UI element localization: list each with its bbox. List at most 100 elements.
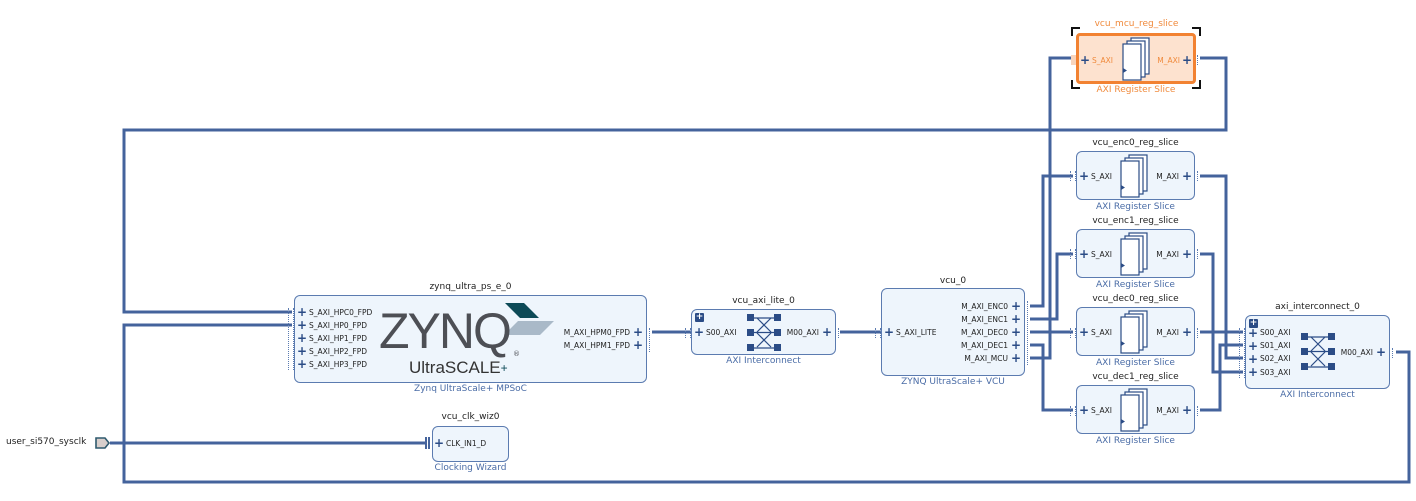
- register-slice-icon: [1120, 154, 1148, 198]
- axi-interconnect-block[interactable]: + + S00_AXI + S01_AXI + S02_AXI + S03_AX…: [1239, 315, 1393, 389]
- port-expand-icon[interactable]: +: [694, 325, 705, 339]
- mcu-reg-slice-type-label: AXI Register Slice: [1096, 85, 1176, 95]
- zynq-port-m-axi-hpm0[interactable]: M_AXI_HPM0_FPD: [563, 328, 630, 337]
- selection-handle[interactable]: [1192, 80, 1201, 89]
- enc0-reg-slice-port-s-axi[interactable]: S_AXI: [1091, 172, 1112, 181]
- port-expand-icon[interactable]: +: [297, 318, 308, 332]
- wire-vcu-enc1-to-enc1-slice[interactable]: [1030, 252, 1073, 321]
- port-expand-icon[interactable]: +: [1010, 312, 1021, 326]
- vcu-axi-lite-block[interactable]: + + S00_AXI M00_AXI +: [685, 309, 839, 355]
- port-expand-icon[interactable]: +: [1375, 345, 1386, 359]
- wire-enc0-slice-to-interconnect-s02[interactable]: [1200, 174, 1243, 360]
- register-slice-icon: [1120, 388, 1148, 432]
- vcu-port-s-axi-lite[interactable]: S_AXI_LITE: [896, 328, 937, 337]
- zynq-port-s-axi-hp2[interactable]: S_AXI_HP2_FPD: [309, 347, 368, 356]
- port-expand-icon[interactable]: +: [1181, 403, 1192, 417]
- vcu-block[interactable]: + S_AXI_LITE M_AXI_ENC0 + M_AXI_ENC1 + M…: [875, 288, 1028, 376]
- axi-lite-type-label: AXI Interconnect: [726, 356, 801, 366]
- enc1-reg-slice-port-s-axi[interactable]: S_AXI: [1091, 250, 1112, 259]
- port-expand-icon[interactable]: +: [297, 331, 308, 345]
- port-expand-icon[interactable]: +: [1079, 247, 1090, 261]
- zynq-port-s-axi-hpc0[interactable]: S_AXI_HPC0_FPD: [309, 308, 373, 317]
- vcu-port-m-axi-enc0[interactable]: M_AXI_ENC0: [961, 302, 1008, 311]
- zynq-port-m-axi-hpm1[interactable]: M_AXI_HPM1_FPD: [563, 341, 630, 350]
- selection-handle[interactable]: [1071, 80, 1080, 89]
- axi-interconnect-port-m00[interactable]: M00_AXI: [1340, 348, 1373, 357]
- wire-mcu-slice-to-zynq-hpc0[interactable]: [122, 56, 1228, 314]
- axi-lite-port-m00[interactable]: M00_AXI: [786, 328, 819, 337]
- mcu-reg-slice-port-s-axi[interactable]: S_AXI: [1092, 56, 1113, 65]
- port-expand-icon[interactable]: +: [1181, 247, 1192, 261]
- mcu-reg-slice-block[interactable]: + S_AXI M_AXI +: [1071, 33, 1198, 84]
- mcu-reg-slice-port-m-axi[interactable]: M_AXI: [1157, 56, 1180, 65]
- dec0-reg-slice-block[interactable]: + S_AXI M_AXI +: [1070, 307, 1198, 356]
- port-expand-icon[interactable]: +: [1079, 325, 1090, 339]
- zynq-port-s-axi-hp0[interactable]: S_AXI_HP0_FPD: [309, 321, 368, 330]
- vcu-port-m-axi-mcu[interactable]: M_AXI_MCU: [964, 354, 1008, 363]
- vcu-port-m-axi-dec0[interactable]: M_AXI_DEC0: [961, 328, 1008, 337]
- clk-wiz-port-clk-in1-d[interactable]: CLK_IN1_D: [446, 439, 487, 448]
- zynq-port-s-axi-hp1[interactable]: S_AXI_HP1_FPD: [309, 334, 368, 343]
- wire-enc1-slice-to-interconnect-s03[interactable]: [1200, 252, 1243, 374]
- wire-dec1-slice-to-interconnect-s01[interactable]: [1200, 343, 1243, 412]
- dec1-reg-slice-port-s-axi[interactable]: S_AXI: [1091, 406, 1112, 415]
- register-slice-icon: [1122, 37, 1150, 81]
- dec1-reg-slice-instance-name: vcu_dec1_reg_slice: [1092, 372, 1179, 382]
- selection-handle[interactable]: [1071, 27, 1080, 36]
- dec1-reg-slice-port-m-axi[interactable]: M_AXI: [1156, 406, 1179, 415]
- dec1-reg-slice-type-label: AXI Register Slice: [1096, 436, 1175, 446]
- port-expand-icon[interactable]: +: [297, 344, 308, 358]
- enc0-reg-slice-port-m-axi[interactable]: M_AXI: [1156, 172, 1179, 181]
- port-expand-icon[interactable]: +: [1010, 299, 1021, 313]
- axi-interconnect-port-s03[interactable]: S03_AXI: [1260, 368, 1291, 377]
- port-expand-icon[interactable]: +: [1010, 325, 1021, 339]
- enc1-reg-slice-block[interactable]: + S_AXI M_AXI +: [1070, 229, 1198, 278]
- port-expand-icon[interactable]: +: [821, 325, 832, 339]
- wire-vcu-enc0-to-enc0-slice[interactable]: [1030, 174, 1073, 308]
- enc1-reg-slice-port-m-axi[interactable]: M_AXI: [1156, 250, 1179, 259]
- port-expand-icon[interactable]: +: [1079, 403, 1090, 417]
- dec0-reg-slice-port-m-axi[interactable]: M_AXI: [1156, 328, 1179, 337]
- port-expand-icon[interactable]: +: [297, 357, 308, 371]
- zynq-port-s-axi-hp3[interactable]: S_AXI_HP3_FPD: [309, 360, 368, 369]
- clk-wiz-block[interactable]: + CLK_IN1_D: [432, 426, 509, 462]
- port-expand-icon[interactable]: +: [434, 436, 445, 450]
- port-expand-icon[interactable]: +: [1010, 338, 1021, 352]
- wire-interconnect-m00-to-zynq-hp0[interactable]: [122, 323, 1411, 484]
- port-expand-icon[interactable]: +: [1248, 352, 1259, 366]
- axi-interconnect-port-s00[interactable]: S00_AXI: [1260, 328, 1291, 337]
- enc0-reg-slice-block[interactable]: + S_AXI M_AXI +: [1070, 151, 1198, 200]
- port-expand-icon[interactable]: +: [1079, 169, 1090, 183]
- zynq-ultra-ps-block[interactable]: ZYNQ ® UltraSCALE+ + S_AXI_HPC0_FPD + S_…: [288, 295, 650, 383]
- port-expand-icon[interactable]: +: [1010, 351, 1021, 365]
- selection-handle[interactable]: [1192, 27, 1201, 36]
- axi-lite-port-s00[interactable]: S00_AXI: [706, 328, 737, 337]
- axi-interconnect-port-s02[interactable]: S02_AXI: [1260, 354, 1291, 363]
- port-expand-icon[interactable]: +: [1248, 326, 1259, 340]
- enc0-reg-slice-type-label: AXI Register Slice: [1096, 202, 1175, 212]
- wire-vcu-mcu-to-mcu-slice[interactable]: [1030, 56, 1073, 360]
- axi-interconnect-instance-name: axi_interconnect_0: [1275, 302, 1360, 312]
- port-expand-icon[interactable]: +: [1248, 339, 1259, 353]
- port-expand-icon[interactable]: +: [632, 325, 643, 339]
- external-port-label: user_si570_sysclk: [6, 437, 87, 447]
- port-expand-icon[interactable]: +: [1248, 365, 1259, 379]
- wire-vcu-dec1-to-dec1-slice[interactable]: [1030, 343, 1073, 412]
- dec0-reg-slice-port-s-axi[interactable]: S_AXI: [1091, 328, 1112, 337]
- port-expand-icon[interactable]: +: [884, 325, 895, 339]
- dec1-reg-slice-block[interactable]: + S_AXI M_AXI +: [1070, 385, 1198, 434]
- vcu-port-m-axi-enc1[interactable]: M_AXI_ENC1: [961, 315, 1008, 324]
- port-expand-icon[interactable]: +: [632, 338, 643, 352]
- port-expand-icon[interactable]: +: [1181, 53, 1192, 67]
- expand-icon[interactable]: +: [695, 312, 704, 322]
- register-slice-icon: [1120, 232, 1148, 276]
- port-expand-icon[interactable]: +: [1181, 169, 1192, 183]
- port-expand-icon[interactable]: +: [1181, 325, 1192, 339]
- vcu-port-m-axi-dec1[interactable]: M_AXI_DEC1: [961, 341, 1008, 350]
- expand-icon[interactable]: +: [1249, 318, 1258, 328]
- port-expand-icon[interactable]: +: [1080, 53, 1091, 67]
- axi-interconnect-port-s01[interactable]: S01_AXI: [1260, 341, 1291, 350]
- port-expand-icon[interactable]: +: [297, 305, 308, 319]
- external-port-icon[interactable]: [95, 437, 111, 449]
- zynq-logo-text: ZYNQ: [379, 303, 512, 359]
